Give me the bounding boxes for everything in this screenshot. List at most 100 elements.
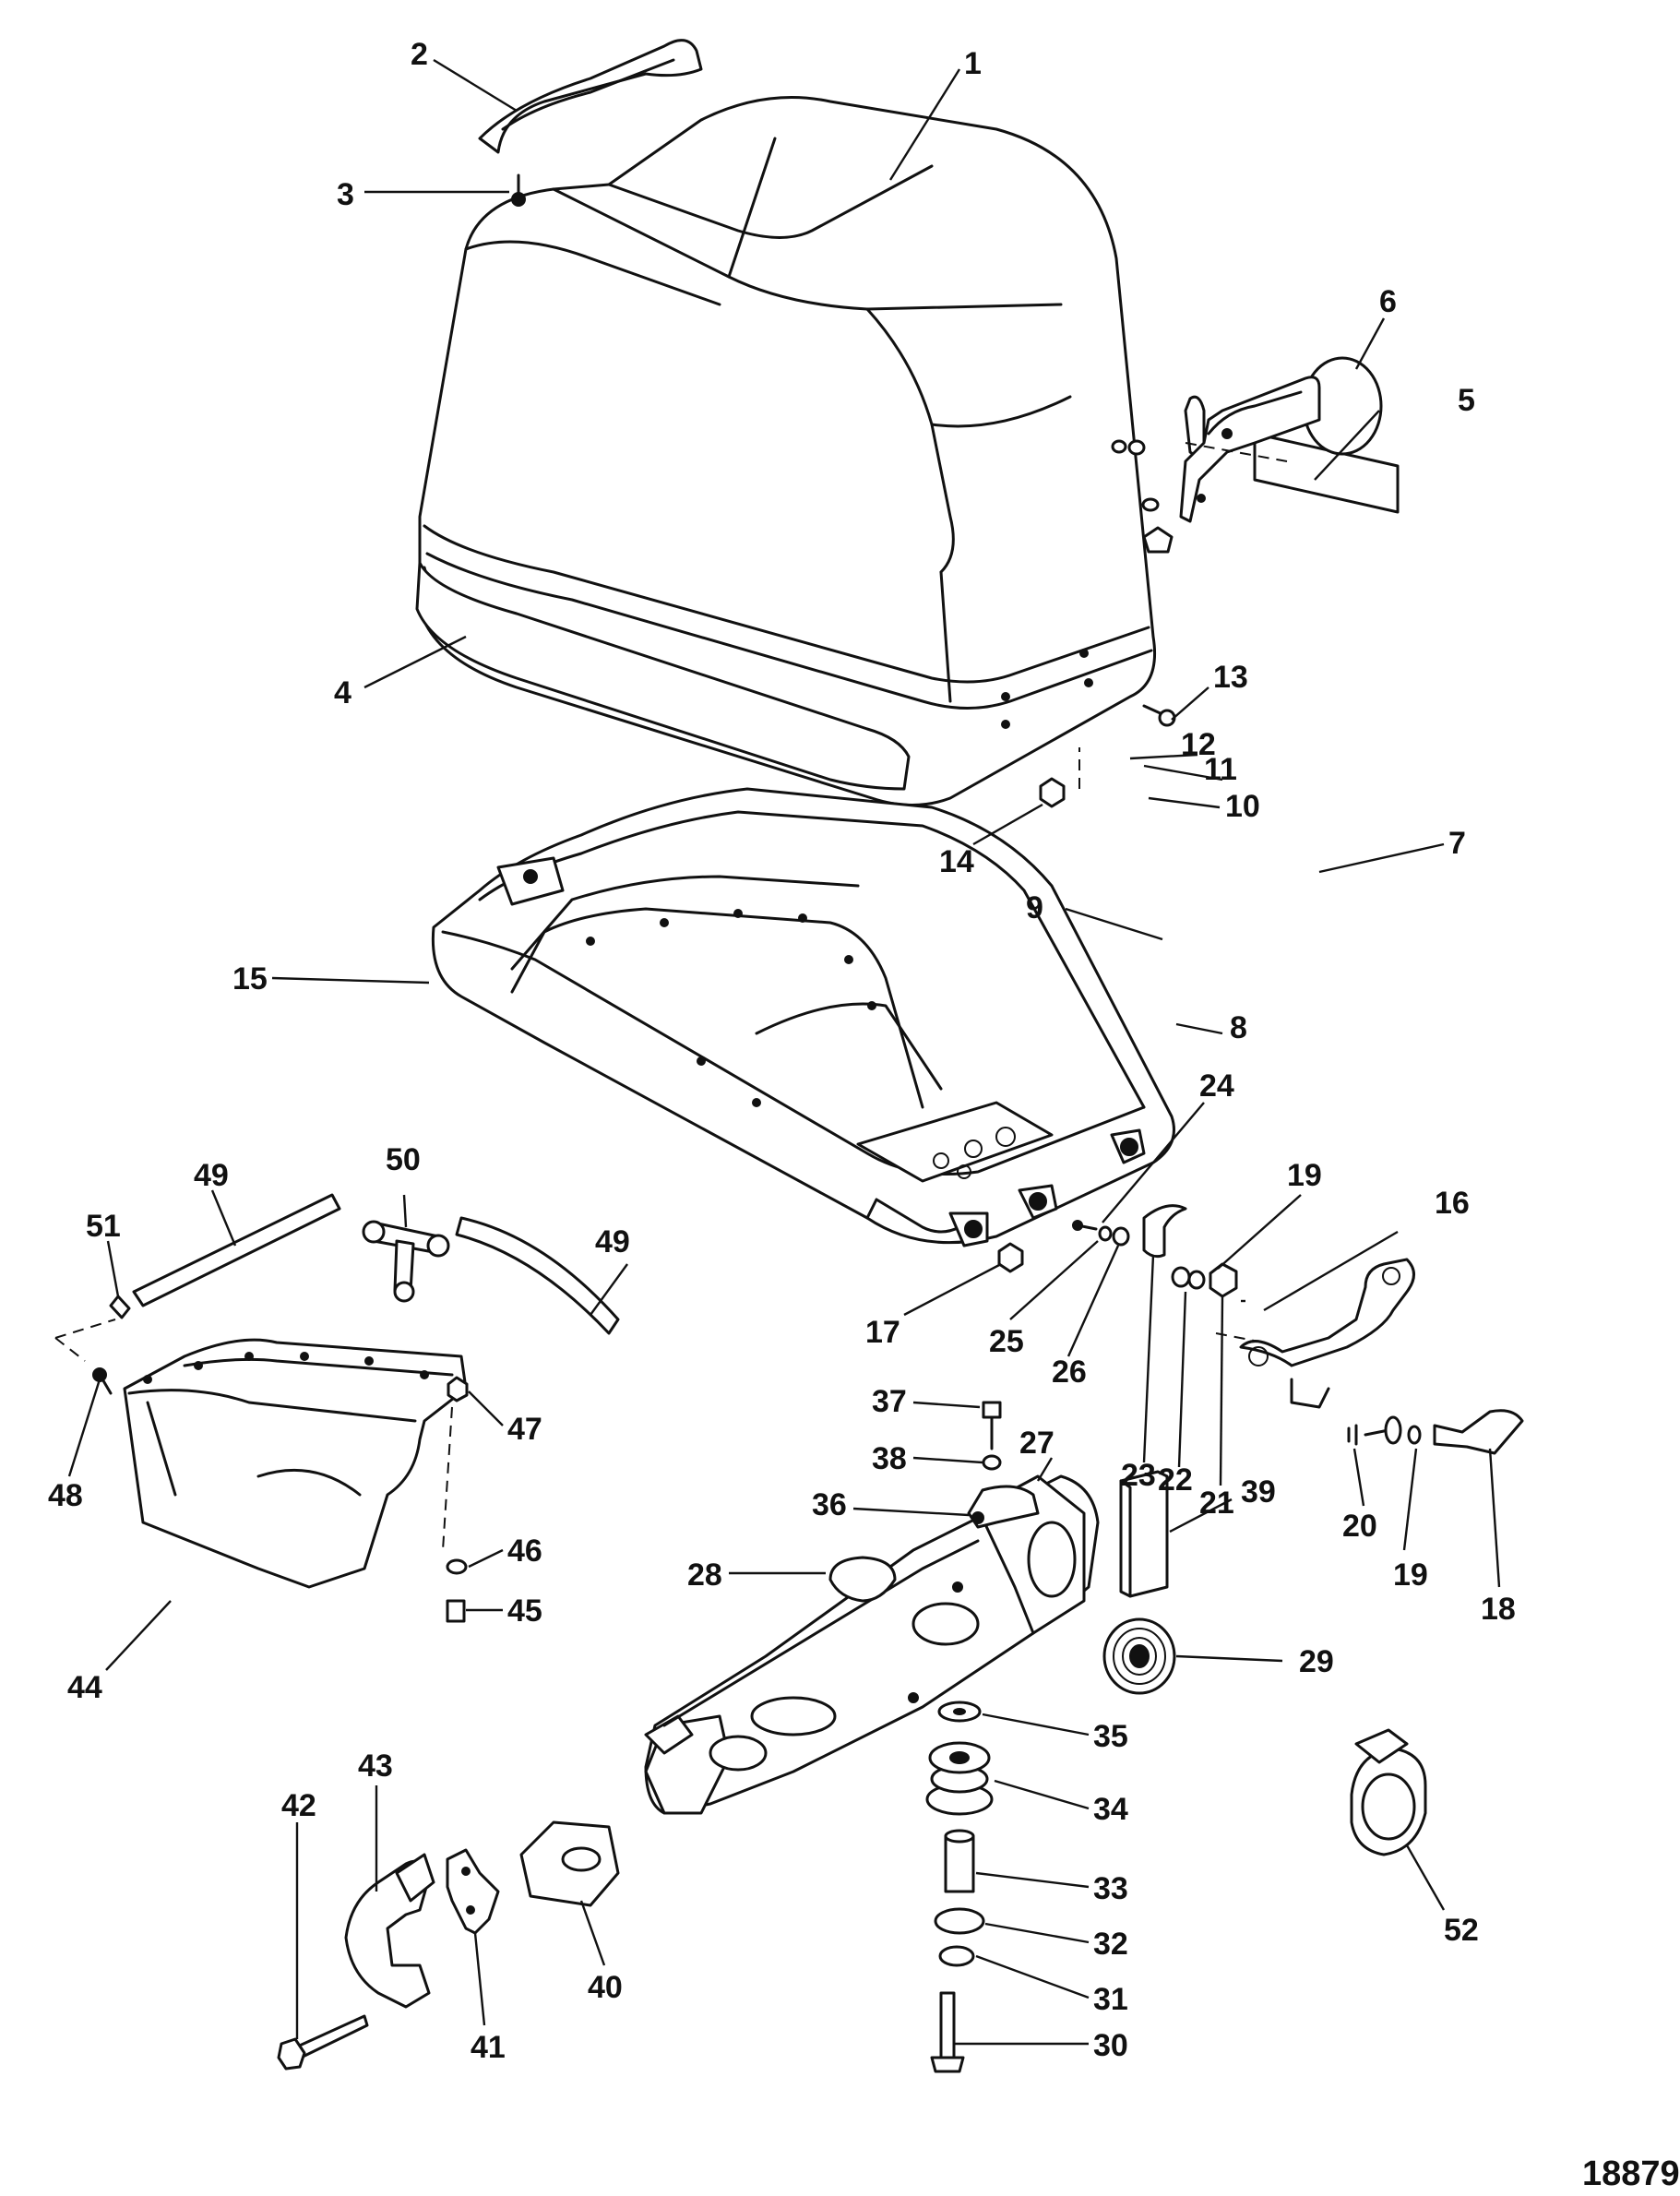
spacer-33 bbox=[944, 1829, 975, 1893]
callout-22: 22 bbox=[1158, 1462, 1193, 1498]
bottom-cowl bbox=[431, 787, 1175, 1247]
hose-49a bbox=[132, 1193, 341, 1307]
screw bbox=[511, 173, 526, 207]
hose-clamp-52 bbox=[1350, 1728, 1427, 1856]
figure-number: 18879 bbox=[1582, 2154, 1680, 2193]
callout-29: 29 bbox=[1299, 1644, 1334, 1679]
callout-14: 14 bbox=[939, 844, 974, 879]
callout-50: 50 bbox=[386, 1142, 421, 1177]
latch-bracket bbox=[1179, 376, 1321, 523]
callout-38: 38 bbox=[872, 1441, 907, 1476]
tee-fitting-50 bbox=[362, 1220, 450, 1303]
bolt-30 bbox=[930, 1991, 965, 2073]
washer-12 bbox=[1111, 439, 1127, 454]
callout-9: 9 bbox=[1026, 890, 1043, 925]
callout-42: 42 bbox=[281, 1788, 316, 1823]
washer-25 bbox=[1098, 1225, 1113, 1242]
screw-37 bbox=[982, 1401, 1002, 1450]
callout-23: 23 bbox=[1121, 1458, 1156, 1493]
callout-18: 18 bbox=[1481, 1592, 1516, 1627]
callout-10: 10 bbox=[1225, 789, 1260, 824]
washer-19a bbox=[1187, 1270, 1206, 1290]
callout-16: 16 bbox=[1435, 1186, 1470, 1221]
bolt-42 bbox=[277, 2014, 369, 2071]
callout-12: 12 bbox=[1181, 727, 1216, 762]
callout-21: 21 bbox=[1199, 1486, 1234, 1521]
hook-23 bbox=[1142, 1204, 1187, 1259]
cowl-handle bbox=[478, 39, 703, 154]
callout-52: 52 bbox=[1444, 1913, 1479, 1948]
nut-21 bbox=[1209, 1262, 1238, 1298]
bracket-43 bbox=[344, 1853, 435, 2009]
bushing-29 bbox=[1102, 1617, 1176, 1695]
callout-3: 3 bbox=[337, 177, 354, 212]
mount-34 bbox=[925, 1741, 994, 1816]
washer-11 bbox=[1127, 439, 1146, 456]
callout-8: 8 bbox=[1230, 1010, 1247, 1045]
callout-26: 26 bbox=[1052, 1355, 1087, 1390]
screw-45 bbox=[446, 1599, 466, 1623]
screw-13 bbox=[1142, 704, 1176, 727]
callout-20: 20 bbox=[1342, 1509, 1377, 1544]
callout-28: 28 bbox=[687, 1557, 722, 1593]
callout-15: 15 bbox=[232, 961, 268, 997]
callout-48: 48 bbox=[48, 1478, 83, 1513]
washer-19b bbox=[1407, 1425, 1422, 1445]
pin-18 bbox=[1433, 1409, 1524, 1455]
lower-pan-44 bbox=[123, 1338, 468, 1589]
washer-38 bbox=[982, 1454, 1002, 1471]
callout-37: 37 bbox=[872, 1384, 907, 1419]
callout-45: 45 bbox=[507, 1593, 542, 1629]
callout-1: 1 bbox=[964, 46, 982, 81]
bracket-16 bbox=[1239, 1258, 1415, 1409]
callout-39: 39 bbox=[1241, 1474, 1276, 1510]
clamp-block-40 bbox=[519, 1820, 620, 1907]
callout-17: 17 bbox=[865, 1315, 900, 1350]
callout-19b: 19 bbox=[1393, 1557, 1428, 1593]
cowl-seal bbox=[415, 561, 911, 791]
callout-51: 51 bbox=[86, 1209, 121, 1244]
plate-41 bbox=[446, 1848, 500, 1935]
hose-49b bbox=[455, 1216, 620, 1335]
callout-36: 36 bbox=[812, 1487, 847, 1522]
callout-6: 6 bbox=[1379, 284, 1397, 319]
callout-27: 27 bbox=[1019, 1426, 1054, 1461]
nut-17 bbox=[997, 1242, 1024, 1273]
top-cowl bbox=[418, 96, 1157, 806]
nut-47 bbox=[447, 1376, 469, 1402]
callout-11: 11 bbox=[1204, 752, 1237, 787]
nut-46 bbox=[446, 1558, 468, 1575]
callout-32: 32 bbox=[1093, 1927, 1128, 1962]
callout-5: 5 bbox=[1458, 383, 1475, 418]
callout-35: 35 bbox=[1093, 1719, 1128, 1754]
nut-14 bbox=[1039, 777, 1066, 808]
washer-32 bbox=[934, 1907, 985, 1935]
callout-19a: 19 bbox=[1287, 1158, 1322, 1193]
clamp-36 bbox=[967, 1485, 1040, 1529]
callout-labels: 1 2 3 4 5 6 7 8 9 10 11 12 13 14 15 16 1… bbox=[48, 37, 1516, 2065]
callout-44: 44 bbox=[67, 1670, 102, 1705]
swivel-bracket bbox=[644, 1474, 1100, 1815]
callout-2: 2 bbox=[411, 37, 428, 72]
callout-40: 40 bbox=[588, 1970, 623, 2005]
callout-31: 31 bbox=[1093, 1982, 1128, 2017]
clip-51 bbox=[109, 1295, 131, 1319]
leader-lines bbox=[67, 58, 1501, 2046]
callout-49b: 49 bbox=[595, 1224, 630, 1259]
washer-22 bbox=[1171, 1266, 1191, 1288]
washer-26 bbox=[1112, 1226, 1130, 1247]
callout-30: 30 bbox=[1093, 2028, 1128, 2063]
pad-39 bbox=[1119, 1470, 1169, 1598]
callout-33: 33 bbox=[1093, 1871, 1128, 1906]
decal-5 bbox=[1253, 432, 1400, 514]
callout-7: 7 bbox=[1448, 826, 1466, 861]
plug-28 bbox=[828, 1556, 897, 1603]
callout-46: 46 bbox=[507, 1534, 542, 1569]
grommet-8 bbox=[1142, 526, 1174, 554]
callout-24: 24 bbox=[1199, 1068, 1234, 1104]
callout-41: 41 bbox=[471, 2030, 506, 2065]
callout-47: 47 bbox=[507, 1412, 542, 1447]
bolt-20 bbox=[1347, 1415, 1402, 1446]
callout-49a: 49 bbox=[194, 1158, 229, 1193]
